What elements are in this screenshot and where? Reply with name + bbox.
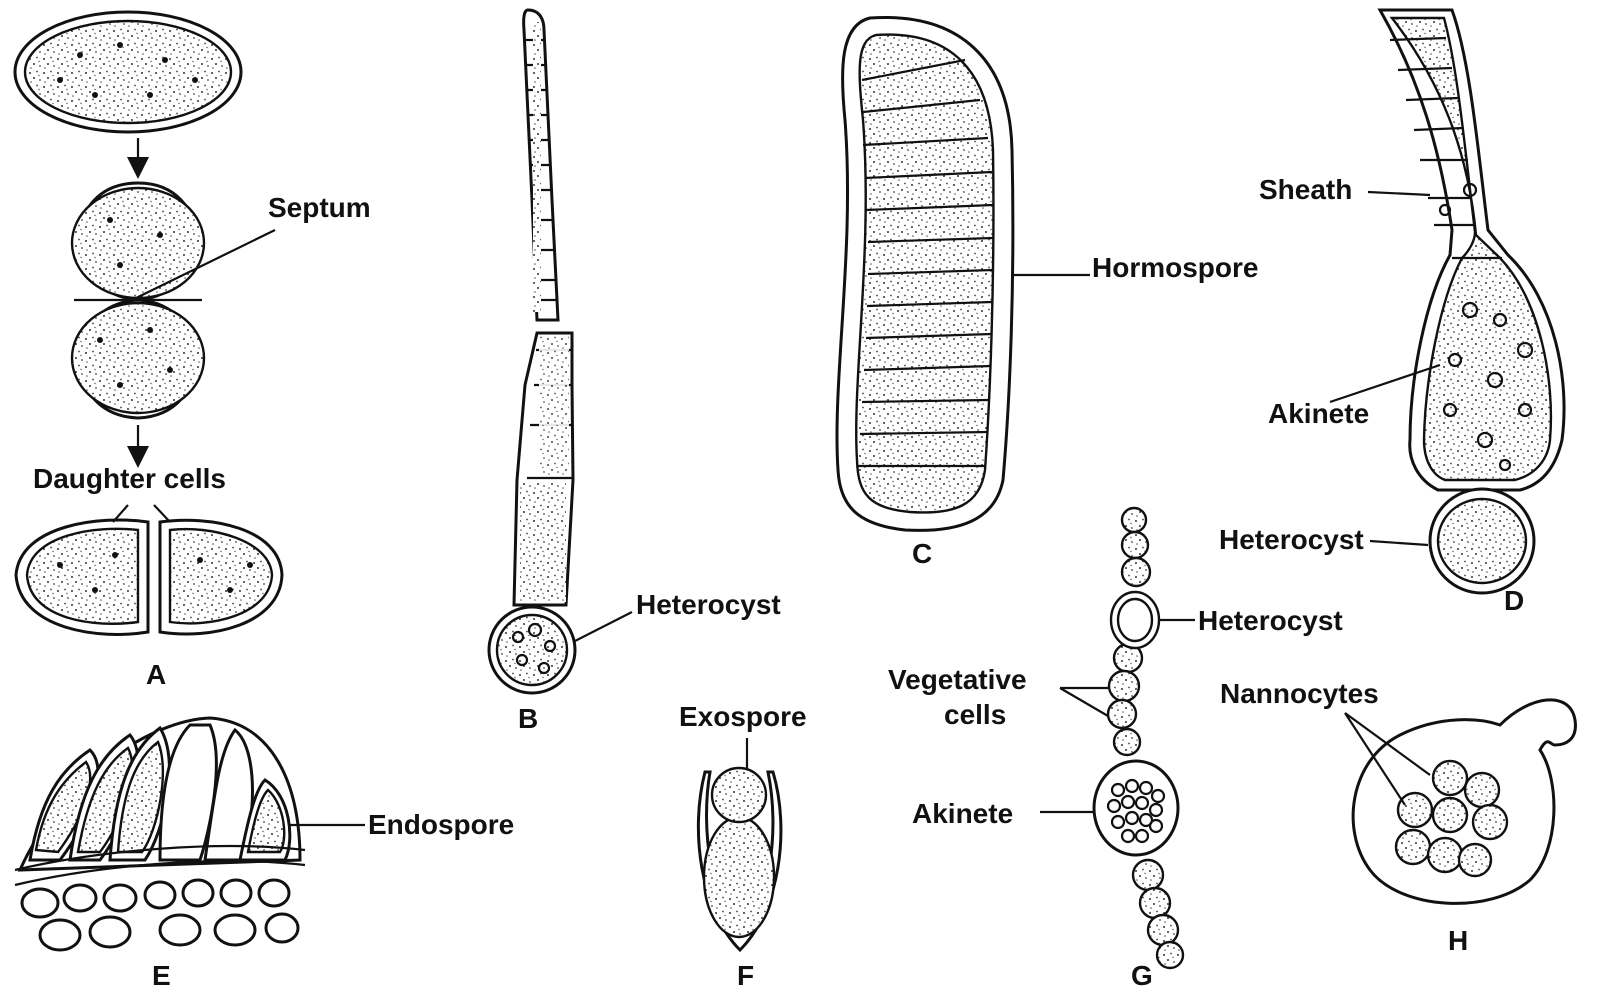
panel-g-drawing — [1040, 508, 1195, 968]
panel-b-drawing — [489, 10, 632, 693]
akinete-d-label: Akinete — [1268, 398, 1369, 429]
exospore-label: Exospore — [679, 701, 807, 732]
hormospore-label: Hormospore — [1092, 252, 1258, 283]
vegetative-line-2-label: cells — [944, 699, 1006, 730]
panel-e-drawing — [15, 718, 365, 950]
heterocyst-g-label: Heterocyst — [1198, 605, 1343, 636]
heterocyst-d-label: Heterocyst — [1219, 524, 1364, 555]
panel-f-letter: F — [737, 960, 754, 991]
panel-a-drawing — [15, 12, 282, 634]
akinete-g-label: Akinete — [912, 798, 1013, 829]
sheath-label: Sheath — [1259, 174, 1352, 205]
panel-d-drawing — [1330, 10, 1564, 593]
panel-d-letter: D — [1504, 585, 1524, 616]
panel-f-drawing — [698, 738, 781, 950]
panel-c-letter: C — [912, 538, 932, 569]
septum-label: Septum — [268, 192, 371, 223]
panel-b-letter: B — [518, 703, 538, 734]
panel-e-letter: E — [152, 960, 171, 991]
vegetative-line-1-label: Vegetative — [888, 664, 1027, 695]
endospore-label: Endospore — [368, 809, 514, 840]
heterocyst-b-label: Heterocyst — [636, 589, 781, 620]
panel-h-letter: H — [1448, 925, 1468, 956]
panel-a-letter: A — [146, 659, 166, 690]
panel-h-drawing — [1345, 700, 1575, 904]
panel-c-drawing — [837, 17, 1090, 530]
daughter-cells-label: Daughter cells — [33, 463, 226, 494]
panel-g-letter: G — [1131, 960, 1153, 991]
nannocytes-label: Nannocytes — [1220, 678, 1379, 709]
